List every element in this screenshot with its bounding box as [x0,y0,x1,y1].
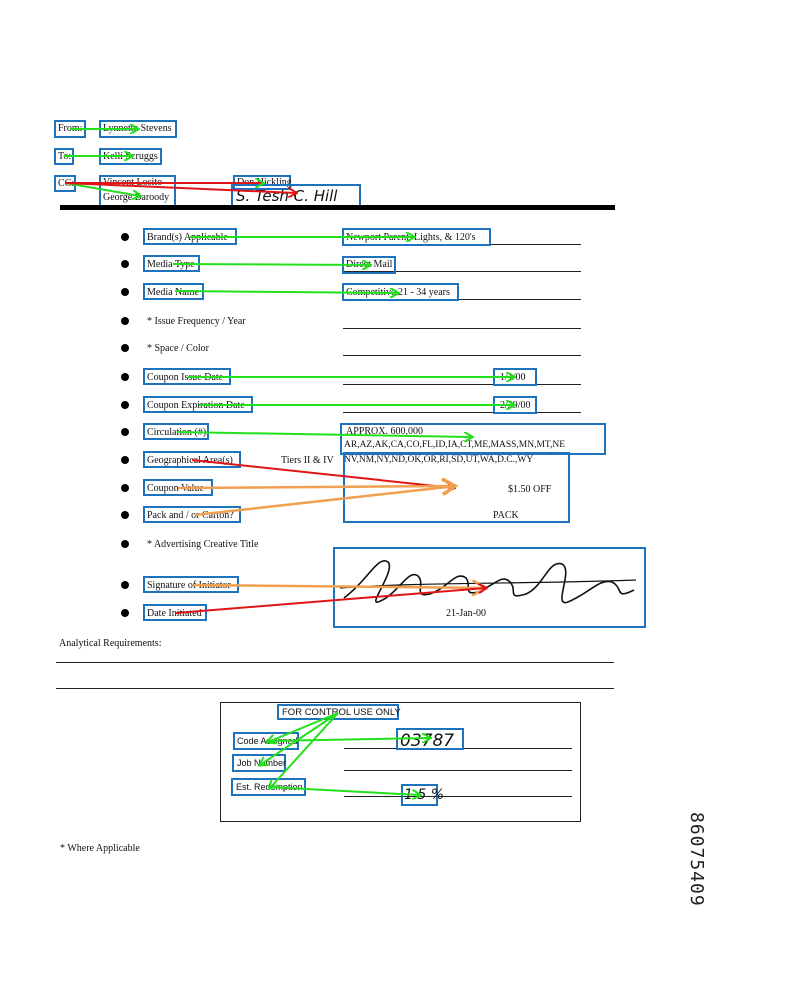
brand-s-applicable-label: Brand(s) Applicable [147,232,228,243]
job-line [344,770,572,771]
header-divider [60,205,615,210]
expiration-date-value-box [493,396,537,414]
from-value: Lynnette Stevens [103,123,172,134]
cc-value-2: George Baroody [103,192,170,203]
bullet-signature-of-initiator [121,581,129,589]
media-type-line [343,271,581,272]
coupon-value: $1.50 OFF [508,484,552,495]
circulation-value: APPROX. 600,000 [346,426,423,437]
redemption-label: Est. Redemption [236,782,303,792]
to-value: Kelli Scruggs [103,151,158,162]
date-initiated-value: 21-Jan-00 [446,608,486,619]
document-id: 86075409 [686,812,707,907]
from-label: From: [58,123,83,134]
bullet-coupon-value [121,484,129,492]
coupon-issue-date-line [343,384,581,385]
bullet-coupon-expiration-date [121,401,129,409]
bullet-date-initiated [121,609,129,617]
media-type-label: Media Type [147,259,195,270]
bullet-advertising-creative-title [121,540,129,548]
bullet-pack-and-or-carton [121,511,129,519]
redemption-line [344,796,572,797]
brand-s-applicable-value: Newport Parent, Lights, & 120's [346,232,476,243]
to-label: To: [58,151,72,162]
analytical-line-1 [56,662,614,663]
issue-frequency-year-label: * Issue Frequency / Year [147,316,246,327]
pack-value: PACK [493,510,519,521]
bullet-media-type [121,260,129,268]
footnote: * Where Applicable [60,843,140,854]
geo-value-1: AR,AZ,AK,CA,CO,FL,ID,IA,CT,ME,MASS,MN,MT… [344,440,566,450]
space-color-line [343,355,581,356]
cc-handwritten: S. Tesh C. Hill [236,187,338,205]
bullet-space-color [121,344,129,352]
advertising-creative-title-label: * Advertising Creative Title [147,539,259,550]
space-color-label: * Space / Color [147,343,209,354]
media-name-value: Competitive 21 - 34 years [346,287,450,298]
code-label: Code Assigned [237,736,298,746]
code-value: 03787 [400,731,455,751]
signature-of-initiator-label: Signature of Initiator [147,580,231,591]
bullet-geographical-area-s [121,456,129,464]
geo-prefix: Tiers II & IV [281,455,334,466]
coupon-value-label: Coupon Value [147,483,204,494]
analytical-label: Analytical Requirements: [59,638,162,649]
media-name-line [343,299,581,300]
issue-frequency-year-line [343,328,581,329]
bullet-brand-s-applicable [121,233,129,241]
control-title: FOR CONTROL USE ONLY [282,707,401,718]
coupon-expiration-date-line [343,412,581,413]
pack-and-or-carton-label: Pack and / or Carton? [147,510,234,521]
geographical-area-s-label: Geographical Area(s) [147,455,233,466]
redemption-value: 1.5 % [404,787,445,803]
bullet-issue-frequency-year [121,317,129,325]
cc-value-1: Vincent Losito [103,177,163,188]
media-type-value: Direct Mail [346,259,393,270]
cc-label: CC: [58,178,75,189]
media-name-label: Media Name [147,287,199,298]
circulation-label: Circulation (#) [147,427,207,438]
signature-image [339,560,637,604]
job-label: Job Number [237,758,287,768]
date-initiated-label: Date Initiated [147,608,202,619]
coupon-expiration-date-label: Coupon Expiration Date [147,400,245,411]
bullet-media-name [121,288,129,296]
analytical-line-2 [56,688,614,689]
issue-date-value-box [493,368,537,386]
arrow-media-type [172,264,370,265]
bullet-coupon-issue-date [121,373,129,381]
circulation-box [340,423,606,455]
bullet-circulation [121,428,129,436]
control-panel [220,702,581,822]
coupon-issue-date-label: Coupon Issue Date [147,372,224,383]
